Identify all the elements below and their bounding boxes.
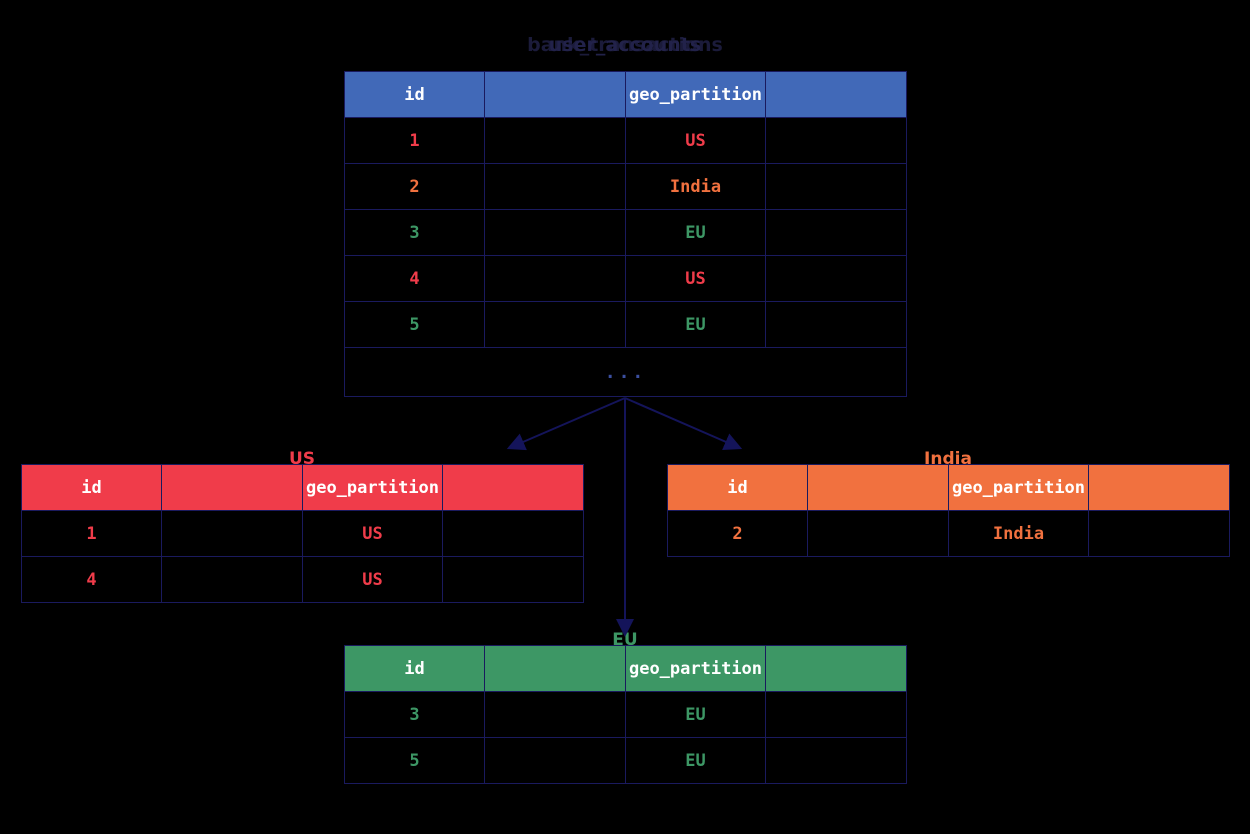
table-row: 3 EU — [344, 209, 907, 256]
column-header-blank-2 — [442, 464, 584, 511]
table-row: 1 US — [344, 117, 907, 164]
cell-id: 4 — [344, 255, 485, 302]
column-header-geo-partition: geo_partition — [302, 464, 443, 511]
cell-blank-1 — [484, 691, 626, 738]
table-row: 4 US — [21, 556, 584, 603]
cell-blank-1 — [161, 556, 303, 603]
column-header-geo-partition: geo_partition — [948, 464, 1089, 511]
column-header-blank-2 — [765, 71, 907, 118]
table-row: 5 EU — [344, 301, 907, 348]
cell-blank-2 — [765, 117, 907, 164]
cell-id: 3 — [344, 691, 485, 738]
column-header-id: id — [21, 464, 162, 511]
cell-blank-2 — [765, 691, 907, 738]
title-primary: bank_transactions — [527, 34, 723, 56]
cell-blank-2 — [442, 510, 584, 557]
cell-blank-2 — [442, 556, 584, 603]
column-header-blank-1 — [484, 645, 626, 692]
cell-blank-1 — [484, 255, 626, 302]
cell-blank-1 — [484, 209, 626, 256]
column-header-blank-1 — [484, 71, 626, 118]
table-header-row: id geo_partition — [344, 645, 907, 692]
cell-blank-1 — [484, 737, 626, 784]
cell-blank-2 — [765, 209, 907, 256]
more-rows-indicator: ... — [344, 347, 907, 397]
table-partition-india: id geo_partition 2 India — [667, 464, 1230, 557]
table-row-more: ... — [344, 347, 907, 397]
cell-geo-partition: EU — [625, 737, 766, 784]
arrow-to-india — [624, 397, 743, 451]
cell-blank-1 — [484, 301, 626, 348]
table-partition-us: id geo_partition 1 US 4 US — [21, 464, 584, 603]
cell-blank-2 — [765, 255, 907, 302]
column-header-blank-2 — [1088, 464, 1230, 511]
column-header-blank-1 — [161, 464, 303, 511]
cell-id: 2 — [667, 510, 808, 557]
arrow-to-us — [506, 397, 626, 451]
cell-geo-partition: US — [302, 510, 443, 557]
cell-blank-1 — [484, 163, 626, 210]
cell-id: 5 — [344, 301, 485, 348]
table-row: 2 India — [344, 163, 907, 210]
table-row: 5 EU — [344, 737, 907, 784]
column-header-id: id — [344, 645, 485, 692]
column-header-blank-2 — [765, 645, 907, 692]
cell-geo-partition: EU — [625, 691, 766, 738]
cell-geo-partition: US — [625, 255, 766, 302]
table-row: 2 India — [667, 510, 1230, 557]
cell-geo-partition: EU — [625, 301, 766, 348]
column-header-id: id — [667, 464, 808, 511]
table-header-row: id geo_partition — [667, 464, 1230, 511]
table-bank-transactions: id geo_partition 1 US 2 India 3 — [344, 71, 907, 397]
cell-id: 4 — [21, 556, 162, 603]
cell-id: 3 — [344, 209, 485, 256]
cell-blank-1 — [161, 510, 303, 557]
column-header-geo-partition: geo_partition — [625, 71, 766, 118]
table-header-row: id geo_partition — [344, 71, 907, 118]
cell-geo-partition: US — [302, 556, 443, 603]
column-header-blank-1 — [807, 464, 949, 511]
cell-id: 1 — [21, 510, 162, 557]
table-row: 1 US — [21, 510, 584, 557]
cell-blank-1 — [484, 117, 626, 164]
column-header-geo-partition: geo_partition — [625, 645, 766, 692]
table-row: 3 EU — [344, 691, 907, 738]
table-partition-eu: id geo_partition 3 EU 5 EU — [344, 645, 907, 784]
cell-blank-2 — [1088, 510, 1230, 557]
cell-id: 5 — [344, 737, 485, 784]
cell-geo-partition: India — [948, 510, 1089, 557]
cell-geo-partition: EU — [625, 209, 766, 256]
title-overlay: user_accounts — [548, 34, 702, 56]
cell-blank-2 — [765, 163, 907, 210]
cell-blank-2 — [765, 301, 907, 348]
cell-geo-partition: US — [625, 117, 766, 164]
table-row: 4 US — [344, 255, 907, 302]
cell-geo-partition: India — [625, 163, 766, 210]
diagram-title: bank_transactions user_accounts — [0, 32, 1250, 62]
column-header-id: id — [344, 71, 485, 118]
table-header-row: id geo_partition — [21, 464, 584, 511]
cell-id: 1 — [344, 117, 485, 164]
cell-id: 2 — [344, 163, 485, 210]
cell-blank-1 — [807, 510, 949, 557]
cell-blank-2 — [765, 737, 907, 784]
